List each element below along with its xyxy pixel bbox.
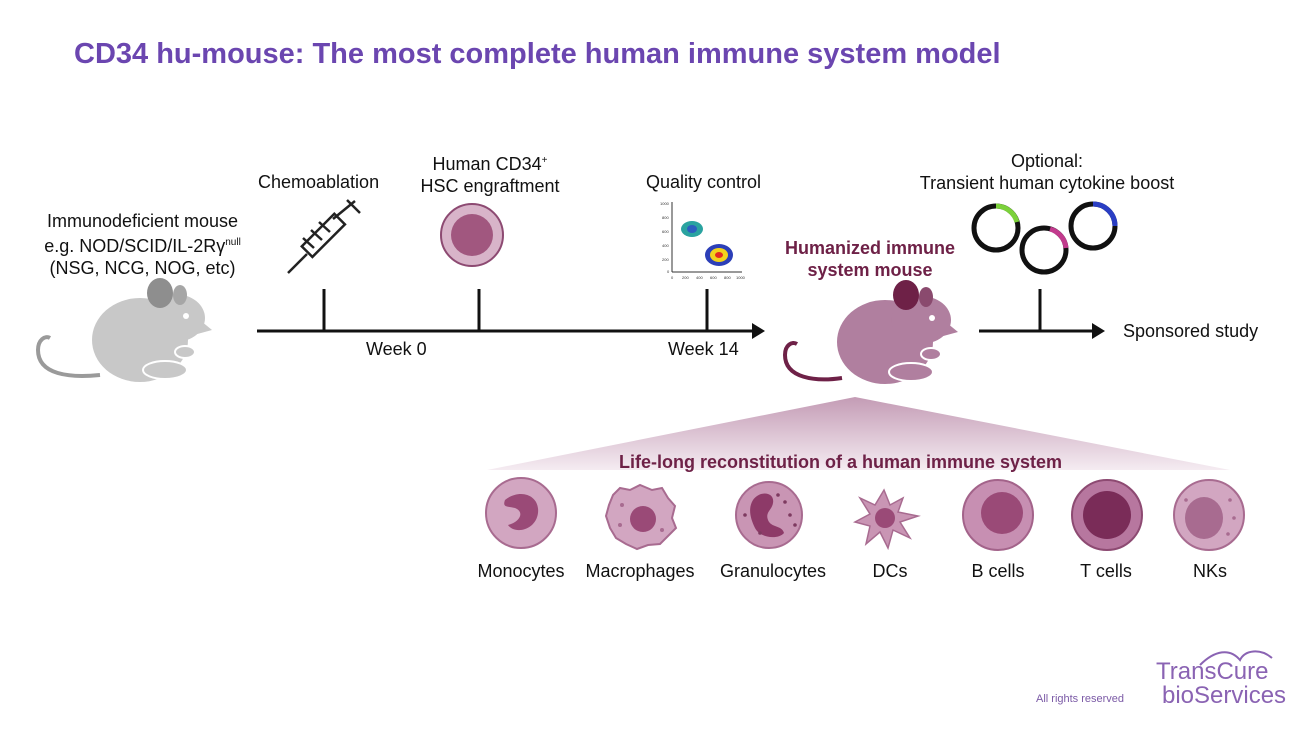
cell-label-monocytes: Monocytes [477, 561, 565, 581]
flow-xtick: 1000 [736, 275, 746, 280]
flow-ytick: 800 [662, 215, 669, 220]
humanized-mouse-label: Humanized immune system mouse [784, 238, 956, 280]
logo-text-bioservices: bioServices [1162, 682, 1287, 709]
monocyte-icon [485, 477, 557, 549]
cell-label-t-cells: T cells [1080, 561, 1132, 581]
reconstitution-fan [487, 397, 1230, 470]
flow-ytick: 0 [667, 269, 670, 274]
flow-ytick: 1000 [660, 201, 670, 206]
cell-label-macrophages: Macrophages [585, 561, 695, 581]
flow-xtick: 400 [696, 275, 703, 280]
plasmid-icon [1068, 201, 1118, 251]
macrophage-icon [604, 483, 678, 551]
dendritic-cell-icon [852, 488, 921, 551]
logo-swoosh [1199, 650, 1273, 666]
t-cell-icon [1071, 479, 1143, 551]
flow-xtick: 600 [710, 275, 717, 280]
step-hsc-label: Human CD34+ HSC engraftment [420, 154, 560, 196]
logo-text-transcure: TransCure [1156, 658, 1269, 685]
granulocyte-icon [735, 481, 803, 549]
cell-label-nks: NKs [1192, 561, 1227, 581]
flow-ytick: 400 [662, 243, 669, 248]
nk-cell-icon [1173, 479, 1245, 551]
step-chemoablation-label: Chemoablation [258, 172, 380, 192]
flow-xtick: 800 [724, 275, 731, 280]
flow-ytick: 200 [662, 257, 669, 262]
cell-label-b-cells: B cells [971, 561, 1025, 581]
flow-xtick: 200 [682, 275, 689, 280]
hsc-cell-icon [440, 203, 504, 267]
reconstitution-label: Life-long reconstitution of a human immu… [619, 452, 1063, 472]
plasmid-icon [971, 203, 1021, 253]
study-arrowhead [1092, 323, 1105, 339]
flow-cytometry-plot-icon: 1000 800 600 400 200 0 0 200 400 600 800… [660, 201, 746, 280]
humanized-mouse-icon [782, 280, 958, 384]
immunodeficient-mouse-icon [35, 278, 212, 382]
flow-xtick: 0 [671, 275, 674, 280]
optional-cytokine-label: Optional: Transient human cytokine boost [919, 151, 1175, 193]
timeline-arrowhead [752, 323, 765, 339]
copyright-text: All rights reserved [1036, 693, 1125, 705]
step-quality-control-label: Quality control [646, 172, 762, 192]
start-mouse-line1: Immunodeficient mouse [46, 211, 239, 231]
plasmid-icon [1019, 225, 1069, 275]
cell-label-granulocytes: Granulocytes [719, 561, 827, 581]
start-mouse-line3: (NSG, NCG, NOG, etc) [49, 258, 236, 278]
page-title: CD34 hu-mouse: The most complete human i… [74, 38, 1001, 70]
cell-label-dcs: DCs [872, 561, 908, 581]
start-mouse-line2: e.g. NOD/SCID/IL-2Rγnull [44, 236, 241, 256]
sponsored-study-label: Sponsored study [1123, 321, 1259, 341]
start-mouse-description: Immunodeficient mouse e.g. NOD/SCID/IL-2… [30, 210, 255, 279]
flow-ytick: 600 [662, 229, 669, 234]
week14-label: Week 14 [668, 339, 739, 359]
b-cell-icon [962, 479, 1034, 551]
syringe-icon [287, 199, 361, 274]
week0-label: Week 0 [366, 339, 427, 359]
